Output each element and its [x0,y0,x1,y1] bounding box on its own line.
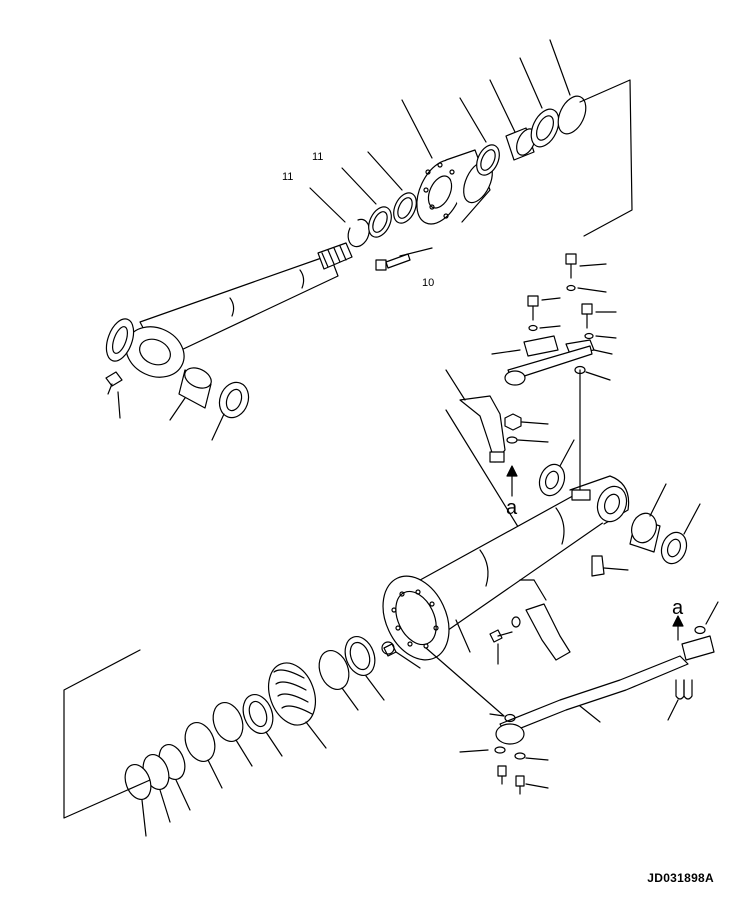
arrow-a-upper [506,465,518,497]
barrel-to-pipe-line [425,647,505,717]
head-o-ring [549,39,587,135]
piston-wear-ring [184,722,223,789]
grease-fitting-upper [105,371,123,419]
clamp-bolt-lower [489,616,521,665]
grease-fitting-lower [591,555,629,577]
barrel-seal-left [538,439,575,497]
lower-pipe-bolts [459,746,549,795]
short-pipe [504,345,593,386]
callout-a-right: a [672,597,684,619]
callout-11b: 11 [312,151,323,163]
piston-nut [381,641,395,655]
piston-ring-b [318,650,359,711]
rod-seal-ring-b [367,151,417,224]
snap-ring-upper [309,187,370,248]
head-group-bracket [579,79,633,237]
head-seal-2 [519,57,560,148]
piston-seal-b [212,702,253,767]
u-bolt [667,679,693,721]
piston-ring-a [344,636,385,701]
cylinder-barrel [382,491,605,661]
callout-a-top: a [506,497,518,519]
o-ring-lower-pipe-right [694,601,719,635]
clamp-nut [504,413,549,444]
rod-eye-seal-left [105,318,135,362]
bracket-bolts-upper [527,253,617,340]
rod-seal-ring-a [341,167,392,238]
piston-group-bracket [63,649,151,819]
barrel-end-eye [569,369,630,525]
rod-eye-bushing [169,367,212,421]
piston-seal-a [242,694,283,757]
callout-10: 10 [422,277,434,289]
head-seal-1 [459,97,500,176]
callout-11: 11 [282,171,293,183]
pipe-clamp-lower [519,579,571,661]
barrel-clamp [445,369,506,463]
arrow-a-lower [672,615,684,641]
drawing-code: JD031898A [647,871,714,885]
rod-eye-seal-right [211,381,250,441]
long-pipe [495,635,715,745]
pipe-clamp-upper [491,335,613,357]
o-ring-lower-pipe-left [489,713,516,723]
barrel-seal-right [660,503,701,565]
bracket-to-barrel-line [445,409,521,531]
barrel-bushing [629,483,667,553]
piston [268,662,327,749]
head-bolt [375,247,433,271]
piston-o-ring-c [124,763,152,837]
